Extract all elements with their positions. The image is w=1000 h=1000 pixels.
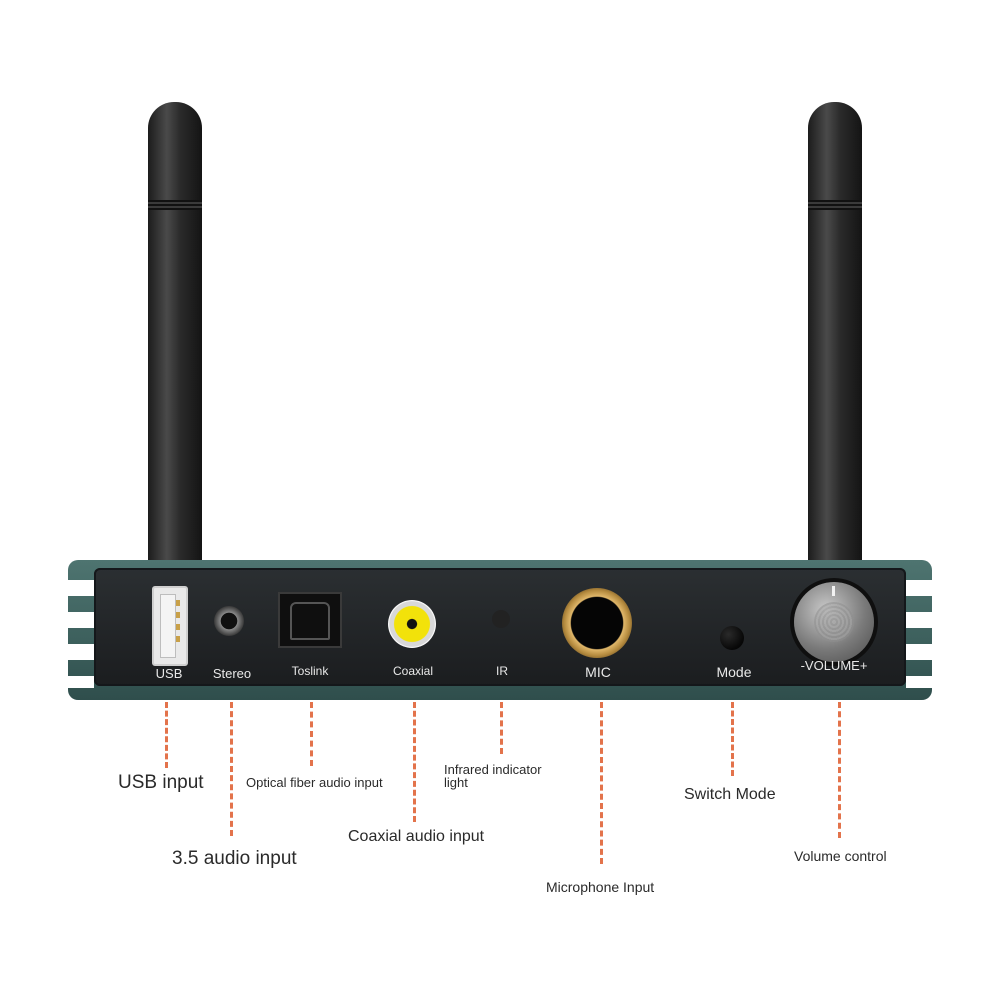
toslink-leader <box>310 702 313 766</box>
coaxial-callout: Coaxial audio input <box>348 828 485 845</box>
mic-callout: Microphone Input <box>546 879 655 895</box>
stereo-callout: 3.5 audio input <box>172 848 297 869</box>
usb-port[interactable] <box>152 586 188 666</box>
mode-leader <box>731 702 734 776</box>
left-antenna <box>148 102 202 572</box>
stereo-label: Stereo <box>212 666 252 681</box>
volume-label: -VOLUME+ <box>800 658 868 673</box>
volume-callout: Volume control <box>794 848 887 864</box>
toslink-port[interactable] <box>278 592 342 648</box>
coaxial-leader <box>413 702 416 822</box>
stereo-leader <box>230 702 233 836</box>
volume-leader <box>838 702 841 838</box>
mic-jack[interactable] <box>562 588 632 658</box>
mode-button[interactable] <box>720 626 744 650</box>
ir-callout-line1: Infrared indicator <box>444 762 542 777</box>
usb-callout: USB input <box>118 772 204 793</box>
stereo-jack[interactable] <box>214 606 244 636</box>
mode-callout: Switch Mode <box>684 786 776 803</box>
volume-knob[interactable] <box>794 582 874 662</box>
ir-callout-line2: light <box>444 775 468 790</box>
toslink-label: Toslink <box>291 664 329 678</box>
toslink-callout: Optical fiber audio input <box>246 775 383 790</box>
ir-window <box>492 610 510 628</box>
ir-label: IR <box>496 664 508 678</box>
coaxial-port[interactable] <box>388 600 436 648</box>
mic-label: MIC <box>585 664 611 680</box>
right-antenna <box>808 102 862 572</box>
mic-leader <box>600 702 603 864</box>
ir-leader <box>500 702 503 754</box>
mode-label: Mode <box>716 664 752 680</box>
usb-leader <box>165 702 168 768</box>
device-body: USB Stereo Toslink Coaxial IR MIC Mode -… <box>68 560 932 700</box>
usb-label: USB <box>155 666 183 681</box>
coaxial-label: Coaxial <box>392 664 434 678</box>
